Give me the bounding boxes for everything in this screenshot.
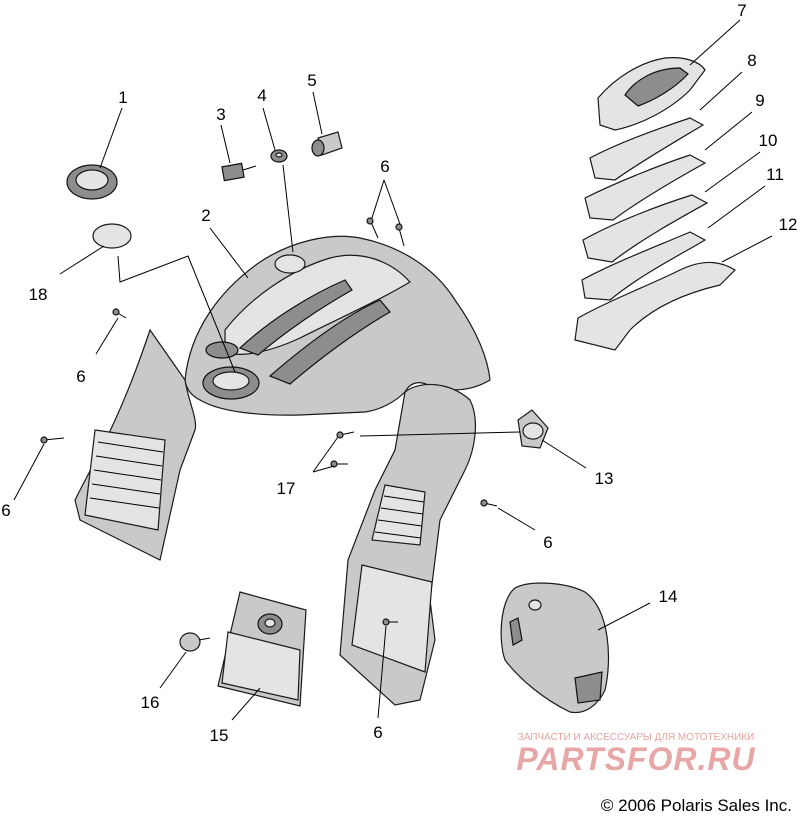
- callout-8: 8: [747, 51, 756, 70]
- callout-14: 14: [659, 587, 678, 606]
- part-18-o-ring: [92, 223, 132, 249]
- callout-3: 3: [216, 105, 225, 124]
- callout-6-left: 6: [76, 367, 85, 386]
- callout-1: 1: [118, 88, 127, 107]
- leader-lines: [13, 19, 773, 721]
- callout-10: 10: [759, 131, 778, 150]
- part-13-bracket: [517, 409, 549, 449]
- callout-18: 18: [29, 285, 48, 304]
- callout-6-top: 6: [380, 157, 389, 176]
- copyright-text: © 2006 Polaris Sales Inc.: [601, 796, 792, 815]
- callout-12: 12: [779, 215, 798, 234]
- screws-top: [366, 217, 405, 247]
- callout-9: 9: [755, 91, 764, 110]
- callout-4: 4: [257, 86, 266, 105]
- screws-mid: [40, 308, 498, 626]
- watermark: ЗАПЧАСТИ И АКСЕССУАРЫ ДЛЯ МОТОТЕХНИКИ PA…: [516, 732, 755, 777]
- part-1-grommet: [66, 164, 118, 200]
- callout-6-right: 6: [543, 533, 552, 552]
- part-14-housing: [500, 582, 610, 714]
- callout-16: 16: [141, 693, 160, 712]
- callout-13: 13: [595, 469, 614, 488]
- callout-15: 15: [210, 726, 229, 745]
- part-2-hood: [74, 235, 491, 706]
- callouts: 1 2 3 4 5 6 6 6 6 6 7 8 9 10 11 12 13 14…: [1, 1, 797, 745]
- part-4-nut: [270, 149, 288, 163]
- watermark-brand: PARTSFOR.RU: [516, 741, 755, 777]
- callout-6-bottom: 6: [373, 723, 382, 742]
- callout-6-far-left: 6: [1, 501, 10, 520]
- part-5-plug: [311, 131, 343, 157]
- callout-11: 11: [766, 165, 784, 184]
- part-15-panel: [217, 591, 307, 707]
- callout-2: 2: [201, 206, 210, 225]
- part-16-knob: [179, 632, 211, 652]
- watermark-tagline: ЗАПЧАСТИ И АКСЕССУАРЫ ДЛЯ МОТОТЕХНИКИ: [518, 732, 755, 743]
- part-3-key: [221, 162, 257, 182]
- windshield-stack: [574, 57, 736, 351]
- callout-7: 7: [737, 1, 746, 20]
- callout-17: 17: [277, 479, 296, 498]
- callout-5: 5: [307, 71, 316, 90]
